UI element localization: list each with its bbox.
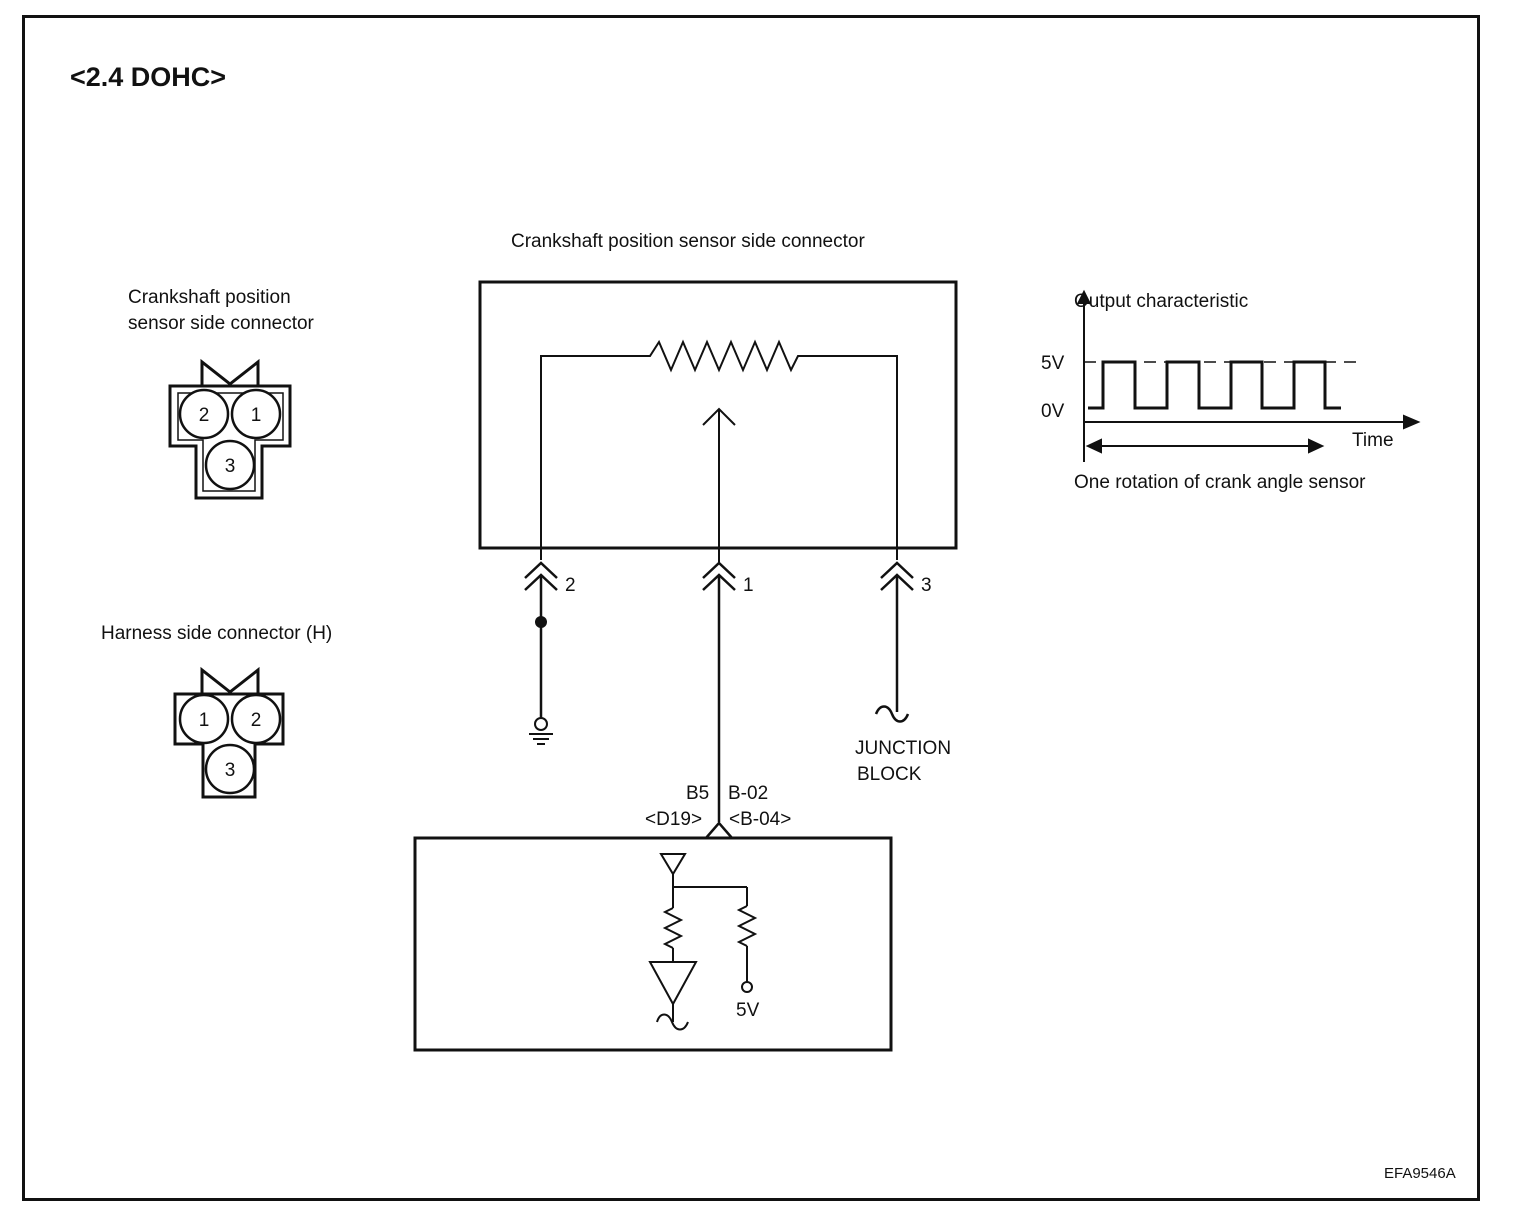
harness-connector-shape	[173, 666, 285, 799]
ecu-conn-right-label: <B-04>	[729, 809, 792, 830]
sensor-connector-pin-2: 2	[178, 388, 230, 440]
output-chart-axes	[1077, 289, 1421, 462]
wiper-arrow	[702, 407, 736, 562]
ecu-pin-right-label: B-02	[728, 783, 769, 804]
output-square-wave	[1088, 360, 1341, 410]
sensor-box-label: Crankshaft position sensor side connecto…	[511, 231, 865, 252]
output-chart-title: Output characteristic	[1074, 291, 1249, 312]
junction-wire	[874, 576, 910, 723]
sensor-pin-1-label: 1	[251, 405, 262, 426]
terminal-2-label: 2	[565, 575, 576, 596]
ecu-supply-label: 5V	[736, 1000, 760, 1021]
output-caption: One rotation of crank angle sensor	[1074, 472, 1366, 493]
terminal-3-connector	[880, 561, 914, 591]
junction-label-line2: BLOCK	[857, 764, 922, 785]
sensor-connector-shape	[168, 358, 292, 500]
sensor-pin-2-label: 2	[199, 405, 210, 426]
terminal-2-connector	[524, 561, 558, 591]
page-title: <2.4 DOHC>	[70, 62, 227, 92]
sensor-connector-label-line2: sensor side connector	[128, 313, 314, 334]
ecu-box	[413, 836, 893, 1052]
sensor-resistor	[540, 339, 898, 560]
output-time-label: Time	[1352, 430, 1394, 451]
harness-pin-1-label: 1	[199, 710, 210, 731]
ecu-internal-circuit	[648, 853, 758, 1031]
rotation-span-arrow	[1085, 438, 1325, 454]
sensor-connector-pin-3: 3	[204, 439, 256, 491]
figure-code: EFA9546A	[1384, 1165, 1456, 1182]
harness-connector-label: Harness side connector (H)	[101, 623, 333, 644]
ground-symbol	[529, 717, 553, 745]
junction-label-line1: JUNCTION	[855, 738, 952, 759]
harness-connector-pin-3: 3	[204, 743, 256, 795]
sensor-connector-label-line1: Crankshaft position	[128, 287, 291, 308]
splice-dot	[535, 616, 547, 628]
output-high-label: 5V	[1041, 353, 1065, 374]
harness-connector-pin-2: 2	[230, 693, 282, 745]
ecu-conn-left-label: <D19>	[645, 809, 703, 830]
harness-pin-3-label: 3	[225, 760, 236, 781]
output-low-label: 0V	[1041, 401, 1065, 422]
terminal-1-connector	[702, 561, 736, 591]
harness-connector-pin-1: 1	[178, 693, 230, 745]
harness-pin-2-label: 2	[251, 710, 262, 731]
sensor-pin-3-label: 3	[225, 456, 236, 477]
terminal-3-label: 3	[921, 575, 932, 596]
sensor-connector-pin-1: 1	[230, 388, 282, 440]
ecu-pin-left-label: B5	[686, 783, 710, 804]
terminal-1-label: 1	[743, 575, 754, 596]
diagram-frame	[22, 15, 1480, 1201]
ecu-pin-connector	[705, 821, 733, 839]
